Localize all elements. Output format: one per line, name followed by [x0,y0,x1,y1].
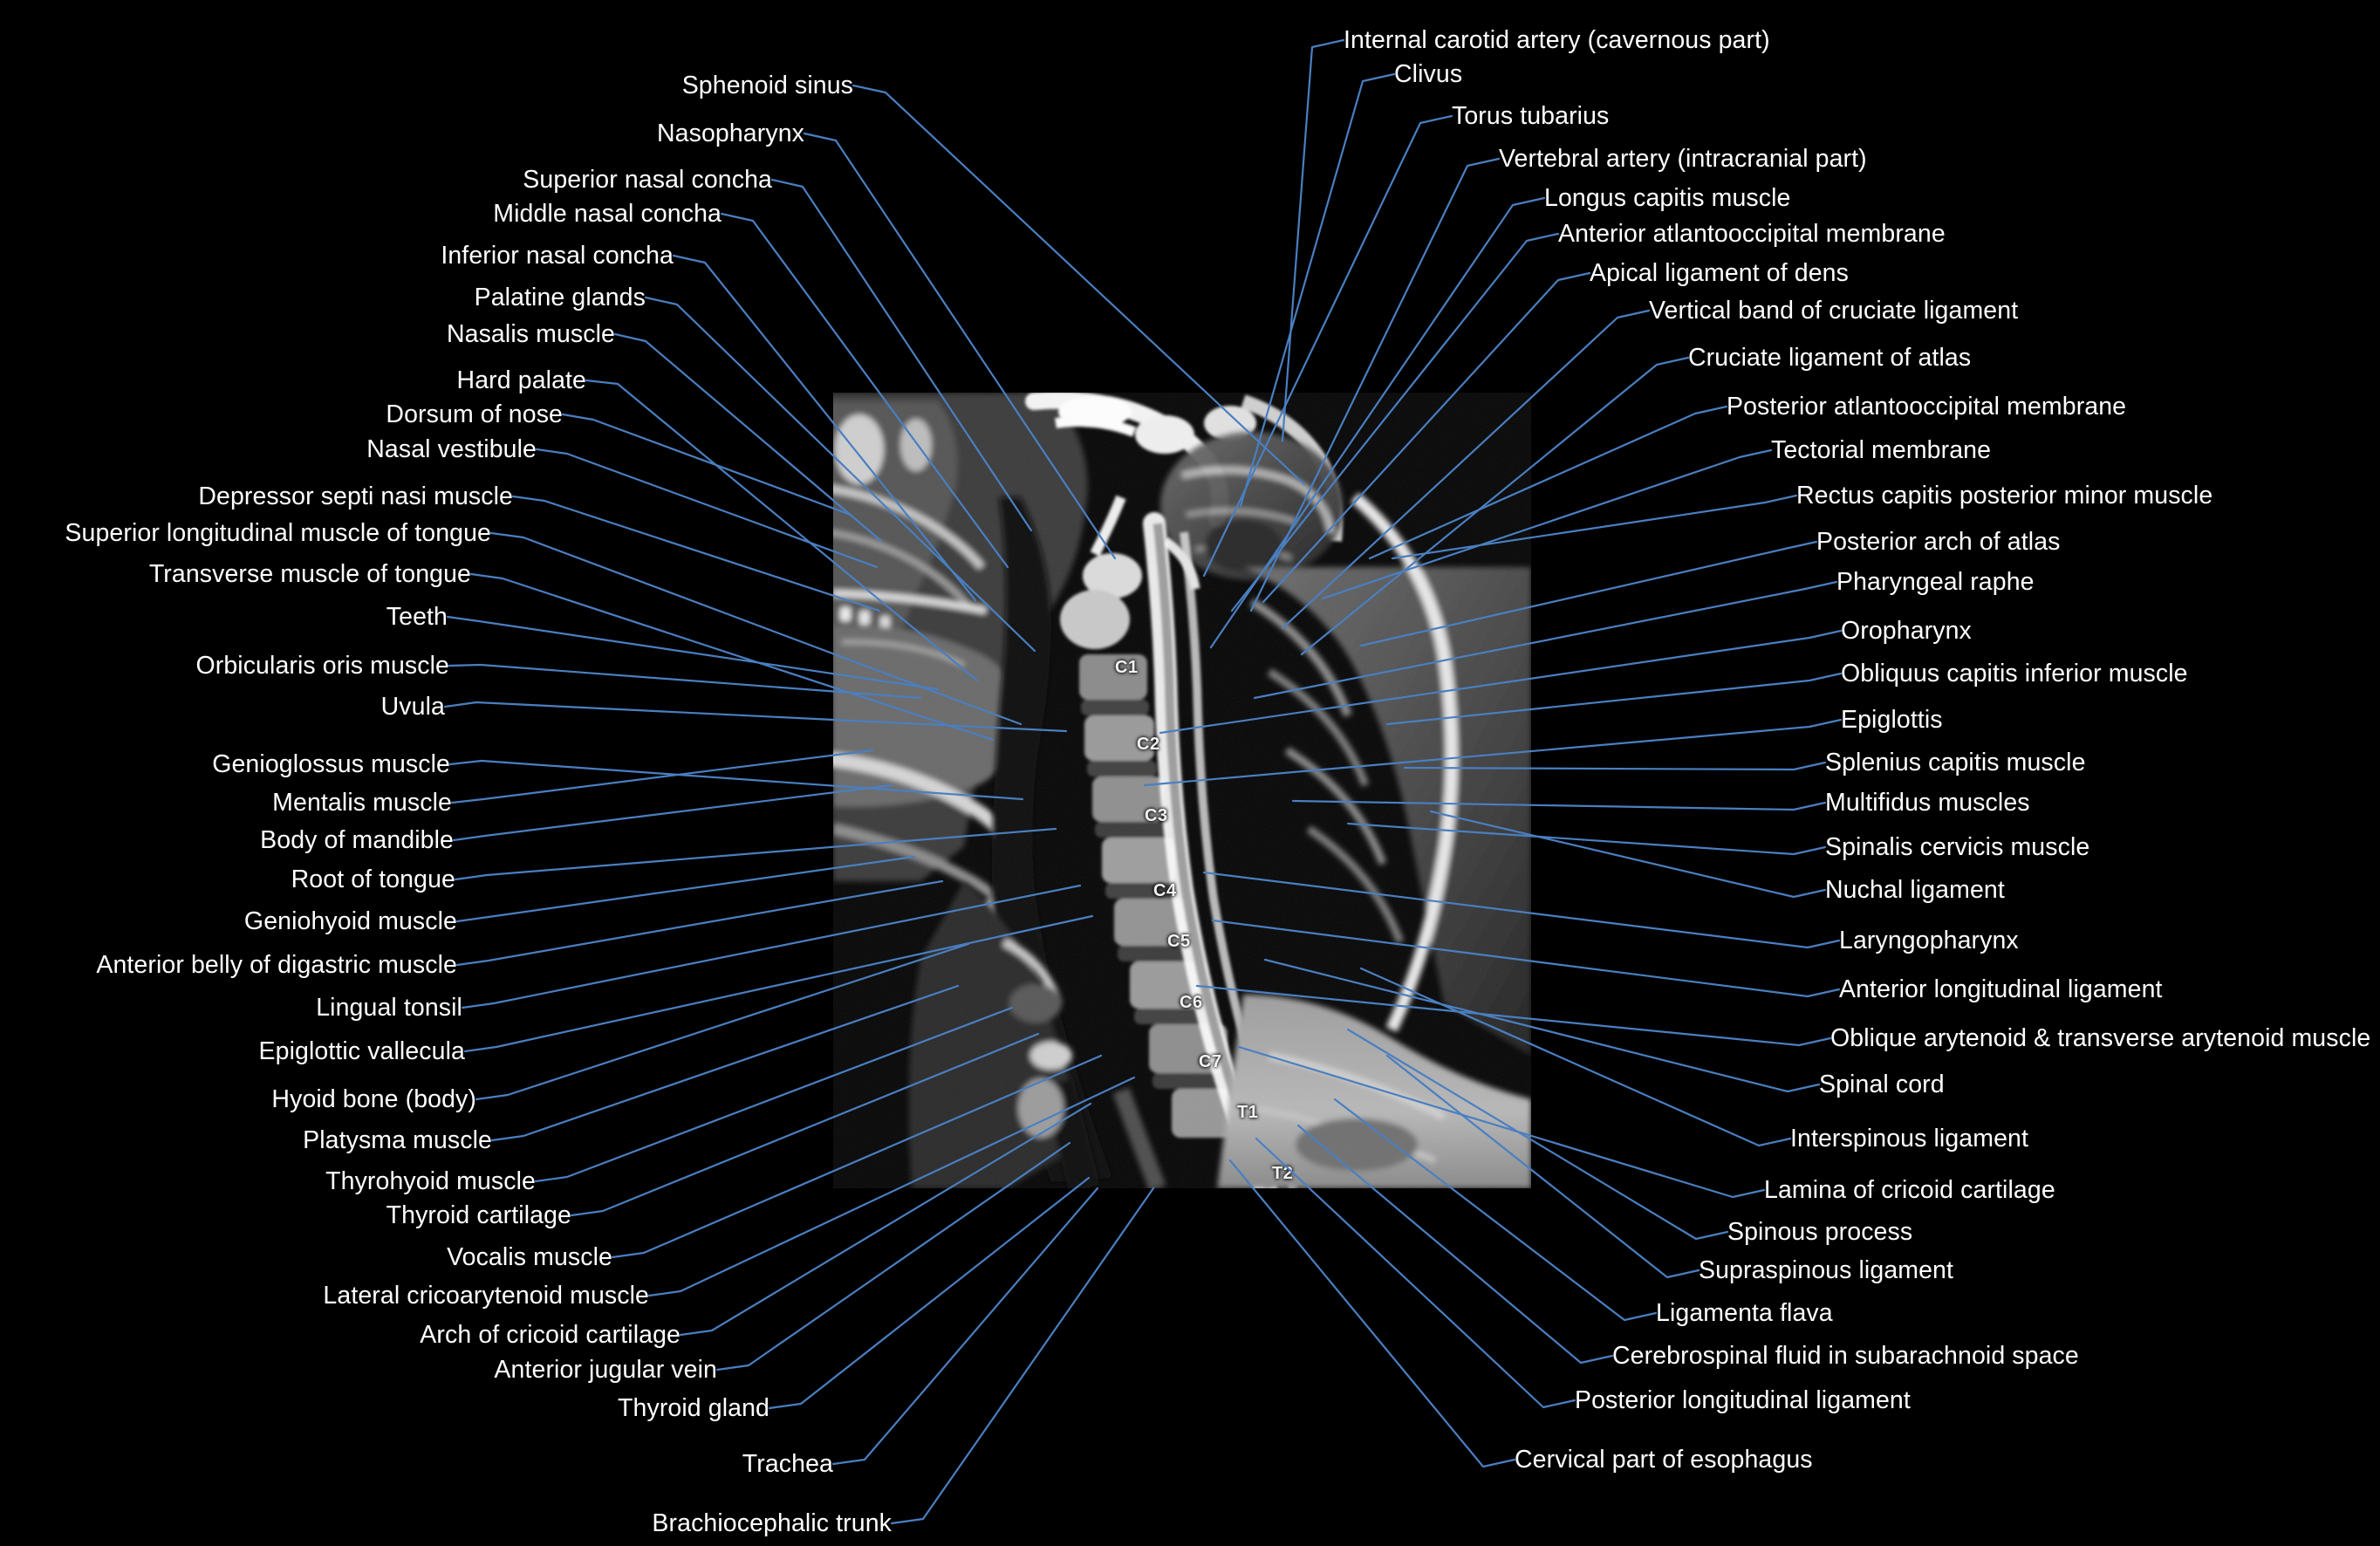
anatomy-label: Anterior atlantooccipital membrane [1558,219,1946,248]
anatomy-label: Thyroid gland [618,1393,769,1422]
leader-line [511,495,881,612]
anatomy-label: Depressor septi nasi muscle [198,482,513,510]
anatomy-label: Cruciate ligament of atlas [1688,343,1972,372]
leader-line [831,1187,1099,1466]
anatomy-label: Lateral cricoarytenoid muscle [323,1281,649,1310]
anatomy-label: Thyrohyoid muscle [325,1166,536,1195]
anatomy-label: Epiglottic vallecula [258,1036,465,1065]
anatomy-label: Genioglossus muscle [212,749,450,778]
anatomy-label: Oblique arytenoid & transverse arytenoid… [1830,1023,2371,1052]
anatomy-label: Vertical band of cruciate ligament [1649,296,2019,325]
leader-line [1281,38,1345,442]
anatomy-label: Anterior longitudinal ligament [1839,975,2163,1003]
anatomy-label: Longus capitis muscle [1544,183,1791,212]
leader-line [768,1176,1091,1410]
mri-scan-svg [833,393,1531,1188]
anatomy-label: Body of mandible [260,825,454,854]
anatomy-label: Nuchal ligament [1825,875,2005,904]
anatomy-label: Trachea [742,1449,833,1478]
leader-line [535,448,879,569]
anatomy-label: Hyoid bone (body) [271,1084,476,1113]
anatomy-label: Transverse muscle of tongue [148,559,471,588]
anatomy-label: Nasalis muscle [446,319,615,348]
anatomy-label: Dorsum of nose [386,400,563,428]
anatomy-label: Hard palate [456,366,586,394]
anatomy-label: Superior longitudinal muscle of tongue [65,518,491,547]
anatomy-label: Vocalis muscle [447,1242,612,1271]
anatomy-label: Nasal vestibule [366,434,537,463]
anatomy-label: Inferior nasal concha [441,241,674,270]
anatomy-label: Obliquus capitis inferior muscle [1841,659,2188,687]
anatomy-label: Multifidus muscles [1825,788,2030,817]
anatomy-label: Oropharynx [1841,616,1972,645]
anatomy-label: Splenius capitis muscle [1825,748,2086,776]
leader-line [450,749,874,804]
anatomy-label: Torus tubarius [1452,101,1610,130]
anatomy-label: Nasopharynx [656,119,804,147]
anatomy-label: Epiglottis [1841,705,1943,734]
anatomy-label: Laryngopharynx [1839,926,2019,954]
anatomy-label: Spinalis cervicis muscle [1825,832,2090,861]
leader-line [561,413,852,516]
anatomy-label: Posterior arch of atlas [1816,527,2061,556]
anatomy-label: Spinous process [1727,1217,1913,1246]
leader-line [890,1187,1155,1525]
anatomy-label: Mentalis muscle [272,788,452,817]
anatomy-label: Root of tongue [291,865,455,893]
mri-scan-image [833,393,1531,1188]
anatomy-label: Sphenoid sinus [681,71,853,99]
anatomy-label: Ligamenta flava [1656,1298,1833,1327]
leader-line [452,783,893,842]
anatomy-label: Supraspinous ligament [1699,1255,1954,1284]
anatomy-label: Pharyngeal raphe [1836,567,2035,596]
anatomy-label: Cervical part of esophagus [1515,1445,1813,1474]
anatomy-label: Superior nasal concha [523,165,772,194]
anatomy-label: Orbicularis oris muscle [195,651,449,680]
anatomy-label: Posterior longitudinal ligament [1575,1385,1911,1414]
anatomy-label: Teeth [386,602,448,631]
leader-line [1228,1159,1516,1468]
anatomy-label: Arch of cricoid cartilage [420,1320,680,1349]
anatomy-label: Rectus capitis posterior minor muscle [1796,481,2213,510]
anatomy-label: Geniohyoid muscle [243,906,457,935]
anatomy-label: Anterior belly of digastric muscle [96,950,457,979]
anatomy-label: Lingual tonsil [316,993,462,1022]
anatomy-label: Spinal cord [1819,1070,1945,1098]
anatomy-label: Thyroid cartilage [386,1201,571,1229]
anatomy-label: Posterior atlantooccipital membrane [1727,392,2127,421]
anatomy-label: Tectorial membrane [1771,435,1992,464]
anatomy-label: Clivus [1394,59,1463,88]
anatomy-label: Middle nasal concha [493,199,722,228]
anatomy-label: Apical ligament of dens [1590,258,1849,287]
anatomy-label: Palatine glands [474,283,646,311]
anatomy-label: Vertebral artery (intracranial part) [1499,144,1867,173]
anatomy-label: Lamina of cricoid cartilage [1764,1175,2055,1204]
anatomy-label: Uvula [380,692,445,721]
anatomy-label: Brachiocephalic trunk [652,1508,892,1537]
anatomy-label: Cerebrospinal fluid in subarachnoid spac… [1612,1341,2079,1370]
anatomy-label: Interspinous ligament [1790,1124,2029,1153]
anatomy-label: Anterior jugular vein [494,1355,717,1384]
anatomy-label: Platysma muscle [303,1125,492,1154]
anatomy-label: Internal carotid artery (cavernous part) [1344,25,1770,54]
